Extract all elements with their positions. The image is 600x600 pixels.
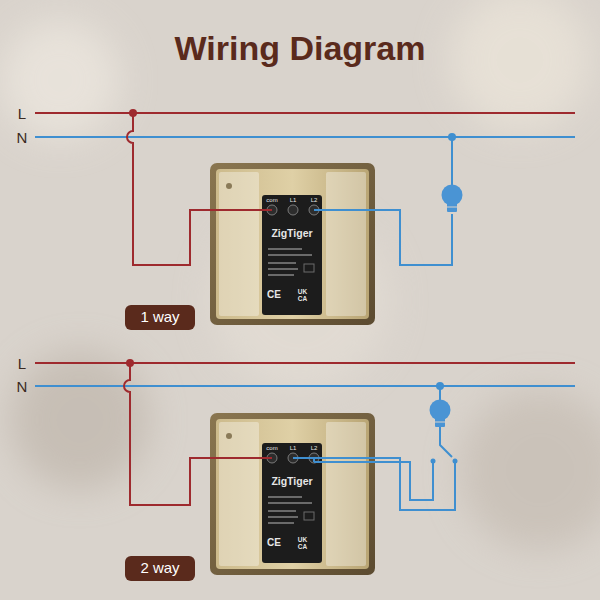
- bokeh-spot: [450, 0, 590, 130]
- fine-print: [268, 248, 314, 276]
- terminal-label: L2: [311, 445, 318, 451]
- live-line: [35, 362, 575, 364]
- junction-dot: [436, 382, 444, 390]
- terminal-label: L1: [290, 197, 297, 203]
- bokeh-spot: [0, 20, 120, 140]
- line-label: N: [17, 379, 28, 394]
- switched-wire: [314, 210, 452, 265]
- junction-dot: [129, 109, 137, 117]
- live-line: [35, 112, 575, 114]
- terminal-label: L2: [311, 197, 318, 203]
- fine-print-line: [268, 268, 298, 270]
- lamp-base: [447, 203, 457, 212]
- badge-text: 2 way: [140, 559, 179, 576]
- terminal: [288, 205, 298, 215]
- switch-blade: [440, 427, 452, 457]
- terminal-label: com: [266, 445, 277, 451]
- brand-name: ZigTiger: [271, 228, 312, 239]
- switch-contact: [453, 459, 458, 464]
- faceplate-panel: [219, 172, 259, 316]
- dimmer-module: com L1 L2ZigTigerCE UK CA: [262, 195, 322, 315]
- fine-print: [268, 496, 314, 524]
- mark-label: CE: [267, 538, 281, 548]
- faceplate-frame: [210, 413, 375, 575]
- fine-print-line: [268, 522, 294, 524]
- faceplate-panel: [326, 422, 366, 566]
- mode-badge: 1 way: [125, 305, 195, 330]
- faceplate: [216, 169, 369, 319]
- lamp-bulb: [442, 185, 463, 206]
- fine-print-line: [268, 496, 302, 498]
- mark-label: UK CA: [296, 289, 309, 302]
- line-label: L: [18, 106, 26, 121]
- badge-text: 1 way: [140, 308, 179, 325]
- module-body: [262, 443, 322, 563]
- dimmer-module: com L1 L2ZigTigerCE UK CA: [262, 443, 322, 563]
- traveler-wire: [313, 458, 315, 462]
- line-label: N: [17, 130, 28, 145]
- bokeh-spot: [460, 390, 600, 550]
- mark-label: CE: [267, 290, 281, 300]
- live-wire: [127, 113, 272, 265]
- screw: [226, 183, 232, 189]
- symbol-box: [304, 512, 314, 520]
- line-label: L: [18, 356, 26, 371]
- brand-name: ZigTiger: [271, 476, 312, 487]
- fine-print-line: [268, 254, 312, 256]
- junction-dot: [126, 359, 134, 367]
- faceplate-panel: [326, 172, 366, 316]
- fine-print-line: [268, 510, 296, 512]
- lamp-thread: [447, 207, 457, 208]
- junction-dot: [448, 133, 456, 141]
- traveler-wire: [314, 462, 433, 500]
- faceplate: [216, 419, 369, 569]
- screw: [226, 433, 232, 439]
- mark-label: UK CA: [296, 537, 309, 550]
- terminal-label: com: [266, 197, 277, 203]
- module-body: [262, 195, 322, 315]
- faceplate-panel: [219, 422, 259, 566]
- fine-print-line: [268, 262, 296, 264]
- neutral-wire: [451, 137, 453, 185]
- diagram-title: Wiring Diagram: [0, 28, 600, 69]
- lamp-bulb: [430, 400, 451, 421]
- live-wire: [124, 363, 272, 505]
- lamp-symbol: [430, 400, 451, 428]
- neutral-line: [35, 385, 575, 387]
- traveler-wire: [293, 458, 455, 510]
- fine-print-line: [268, 248, 302, 250]
- faceplate-frame: [210, 163, 375, 325]
- fine-print-line: [268, 274, 294, 276]
- fine-print-line: [268, 516, 298, 518]
- lamp-thread: [435, 422, 445, 423]
- switch-contact: [431, 459, 436, 464]
- neutral-line: [35, 136, 575, 138]
- terminal-label: L1: [290, 445, 297, 451]
- fine-print-line: [268, 502, 312, 504]
- terminal-block: [267, 205, 319, 215]
- lamp-symbol: [442, 185, 463, 213]
- lamp-base: [435, 418, 445, 427]
- mode-badge: 2 way: [125, 556, 195, 581]
- symbol-box: [304, 264, 314, 272]
